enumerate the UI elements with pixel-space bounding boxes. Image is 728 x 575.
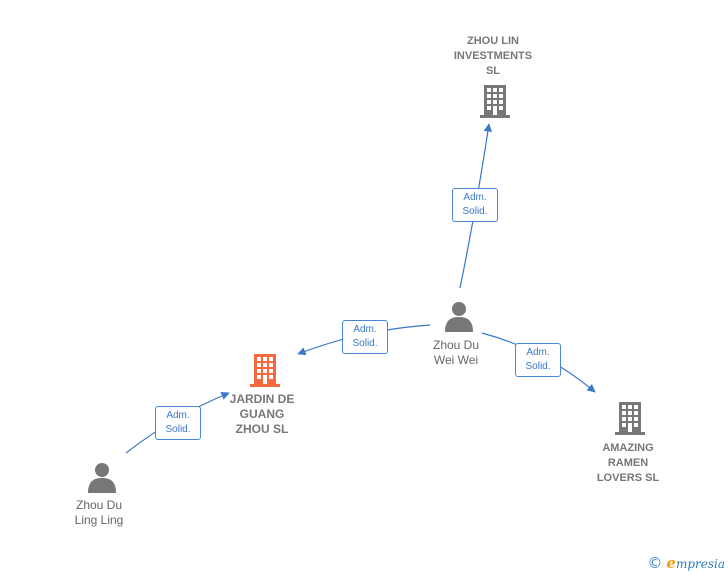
edge-label-line-2: Solid.	[352, 338, 378, 349]
copyright-icon: ©	[647, 554, 663, 572]
node-label-zhou-du-ling-ling[interactable]: Zhou Du Ling Ling	[74, 498, 124, 527]
node-label-zhou-du-wei-wei[interactable]: Zhou Du Wei Wei	[432, 338, 480, 367]
node-label-zhou-lin-investments[interactable]: ZHOU LIN INVESTMENTS SL	[453, 35, 533, 77]
edge-label-adm-solid: Adm. Solid.	[452, 188, 498, 222]
footer-brand: © empresia	[647, 554, 725, 572]
edge-label-line-1: Adm.	[463, 192, 487, 203]
edge-label-line-2: Solid.	[165, 424, 191, 435]
person-icon[interactable]	[445, 302, 473, 332]
edge-label-line-1: Adm.	[166, 410, 190, 421]
brand-logo-initial: e	[666, 554, 676, 572]
brand-logo-text: mpresia	[675, 557, 725, 571]
edge-label-line-2: Solid.	[525, 361, 551, 372]
edge-label-adm-solid: Adm. Solid.	[155, 406, 201, 440]
edge-label-adm-solid: Adm. Solid.	[342, 320, 388, 354]
building-icon-focus[interactable]	[250, 354, 280, 387]
person-icon[interactable]	[88, 463, 116, 493]
building-icon[interactable]	[615, 402, 645, 435]
node-label-amazing-ramen-lovers[interactable]: AMAZING RAMEN LOVERS SL	[596, 442, 660, 484]
brand-logo[interactable]: empresia	[666, 554, 725, 572]
building-icon[interactable]	[480, 85, 510, 118]
node-label-jardin-de-guang-zhou[interactable]: JARDIN DE GUANG ZHOU SL	[229, 392, 295, 436]
edge-label-line-2: Solid.	[462, 206, 488, 217]
edge-label-line-1: Adm.	[353, 324, 377, 335]
edge-label-adm-solid: Adm. Solid.	[515, 343, 561, 377]
edge-label-line-1: Adm.	[526, 347, 550, 358]
